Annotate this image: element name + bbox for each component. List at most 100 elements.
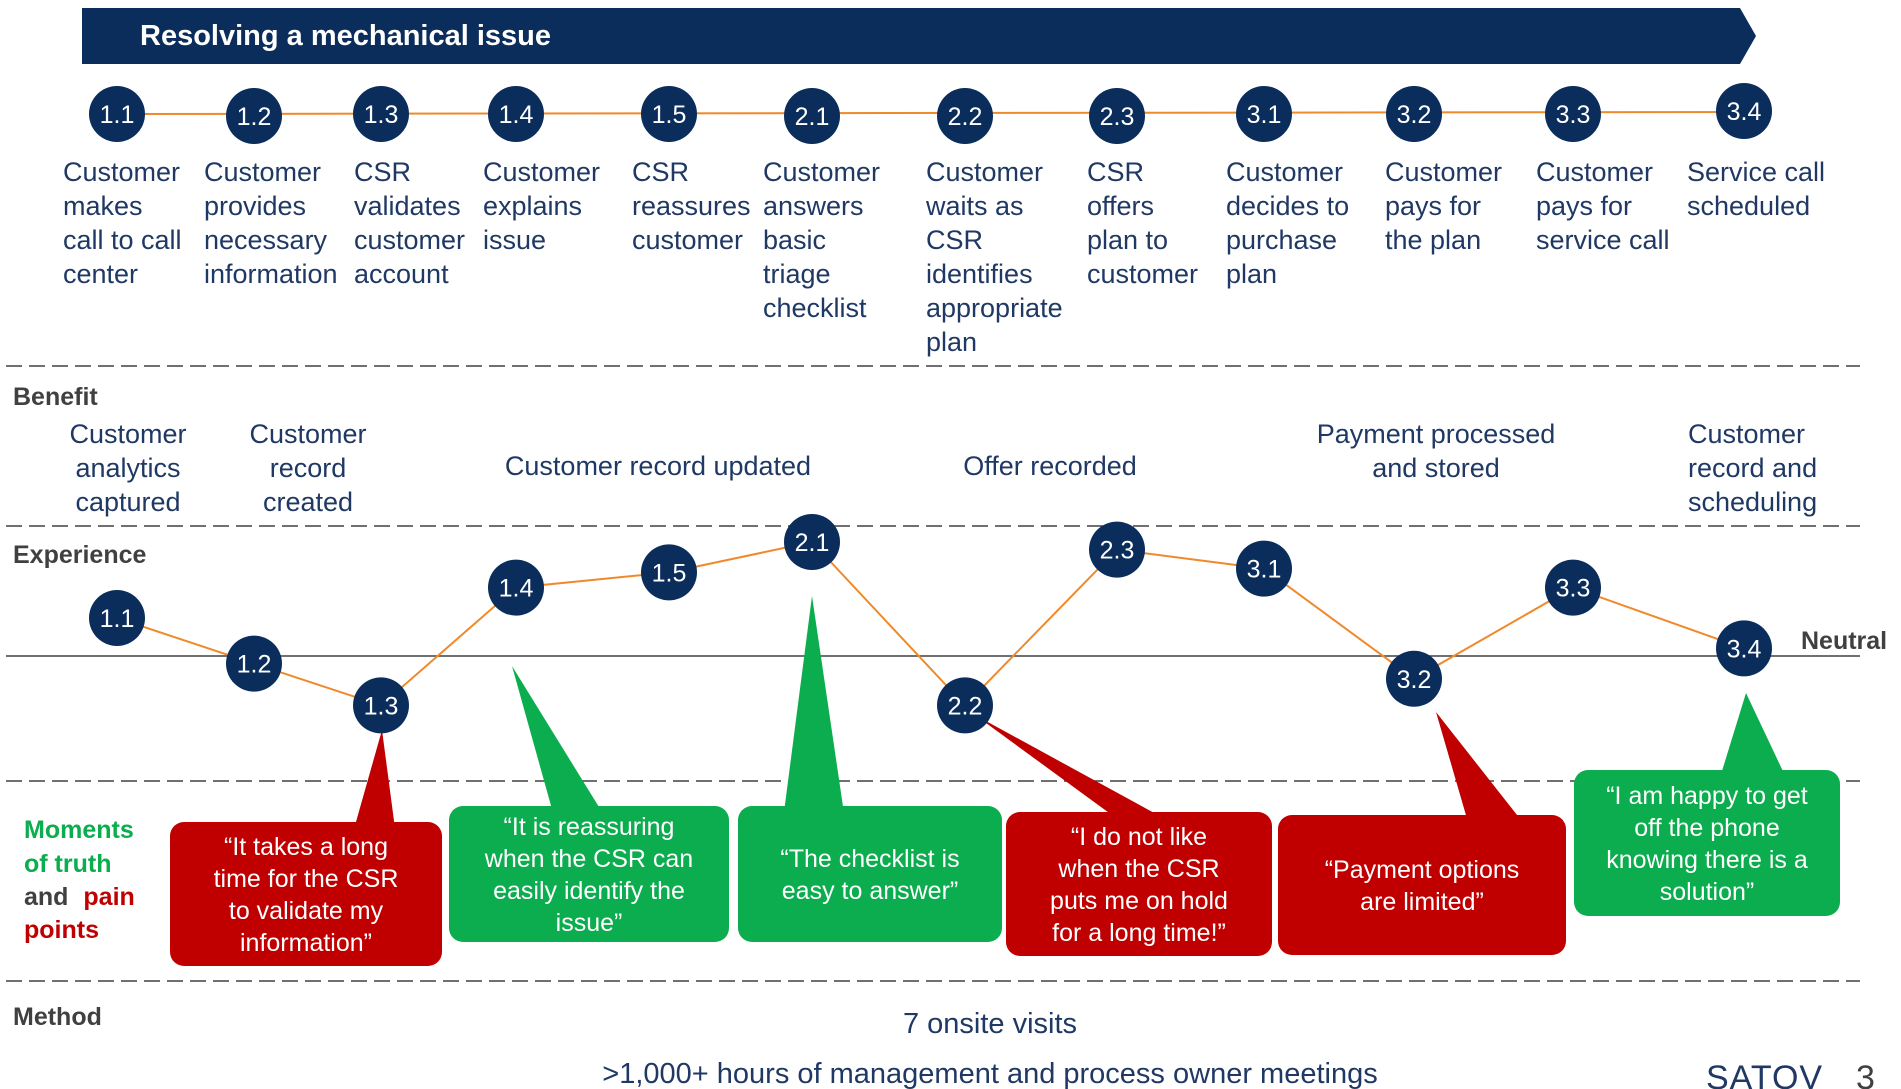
section-label-benefit: Benefit [13,383,98,411]
experience-node [937,677,993,734]
callout-quote-line: for a long time!” [1052,919,1226,947]
step-description-line: answers [763,191,864,221]
step-description-line: explains [483,191,582,221]
benefit-line: Customer record updated [505,451,811,481]
step-description-line: information [204,259,338,289]
step-description: Customer explains issue [483,157,600,255]
callout-quote-line: easily identify the [493,877,685,905]
experience-node [353,677,409,734]
experience-point-3.1: 3.1 [1236,540,1292,597]
callout-quote-line: to validate my [229,897,384,925]
callout-pointer [512,666,607,820]
experience-node [1545,559,1601,616]
experience-point-1.1: 1.1 [89,590,145,646]
benefit-line: Payment processed [1317,419,1556,449]
experience-node [1716,620,1772,677]
benefit-line: and stored [1372,453,1500,483]
callout-quote-line: are limited” [1360,888,1484,916]
callout-pain-1.3: “It takes a long time for the CSR to valid… [170,730,442,966]
step-description-line: reassures [632,191,751,221]
callout-box [449,806,729,942]
timeline-node-label: 2.2 [948,103,983,131]
experience-node-label: 2.2 [948,692,983,720]
step-description-line: customer [1087,259,1198,289]
timeline-node-label: 3.3 [1556,101,1591,129]
callout-pointer [352,730,396,836]
brand-logo: SATOV [1706,1059,1823,1089]
step-description-line: makes [63,191,143,221]
step-description-line: Customer [483,157,600,187]
section-label-moments: Moments of truth and pain points [24,816,142,944]
step-description-line: customer [354,225,465,255]
step-description-line: validates [354,191,461,221]
benefit-line: Offer recorded [963,451,1137,481]
step-description-line: pays for [1536,191,1632,221]
banner-arrow [82,8,1756,64]
callout-quote-line: time for the CSR [214,865,399,893]
step-description-line: Service call [1687,157,1825,187]
callout-quote-line: when the CSR can [484,845,693,873]
experience-point-1.2: 1.2 [226,635,282,692]
callout-quote-line: “It takes a long [224,833,388,861]
timeline-node [89,86,145,142]
experience-point-1.3: 1.3 [353,677,409,734]
step-description-line: appropriate [926,293,1063,323]
experience-node-label: 1.3 [364,692,399,720]
page-number: 3 [1856,1059,1875,1089]
step-description-line: Customer [926,157,1043,187]
step-description-line: CSR [354,157,411,187]
experience-node-label: 2.3 [1100,537,1135,565]
timeline-node-label: 2.1 [795,103,830,131]
moments-line-3-and: and [24,883,68,911]
neutral-label: Neutral [1801,627,1887,655]
benefit-line: scheduling [1688,487,1817,517]
callout-quote: “It takes a long time for the CSR to valid… [214,833,399,957]
method-line-1: 7 onsite visits [903,1008,1077,1040]
step-description-line: Customer [63,157,180,187]
step-description-line: purchase [1226,225,1337,255]
timeline-node-label: 3.1 [1247,101,1282,129]
timeline-node [937,88,993,144]
experience-point-3.4: 3.4 [1716,620,1772,677]
timeline-node-label: 3.4 [1727,98,1762,126]
moments-line-3-pain: pain [83,883,134,911]
experience-node [1236,540,1292,597]
step-description-line: checklist [763,293,867,323]
benefit-item: Payment processed and stored [1317,419,1556,483]
step-description-line: waits as [925,191,1024,221]
callout-quote-line: when the CSR [1057,855,1219,883]
experience-node-label: 3.1 [1247,556,1282,584]
timeline-node [1236,86,1292,142]
step-description-line: issue [483,225,546,255]
timeline-node-label: 1.3 [364,101,399,129]
experience-point-2.2: 2.2 [937,677,993,734]
step-description-line: pays for [1385,191,1481,221]
experience-line [116,540,1745,707]
callout-pointer [1718,693,1789,784]
step-description-line: the plan [1385,225,1481,255]
callout-quote-line: knowing there is a [1606,846,1808,874]
experience-node-label: 3.4 [1727,635,1762,663]
experience-point-2.1: 2.1 [784,514,840,570]
